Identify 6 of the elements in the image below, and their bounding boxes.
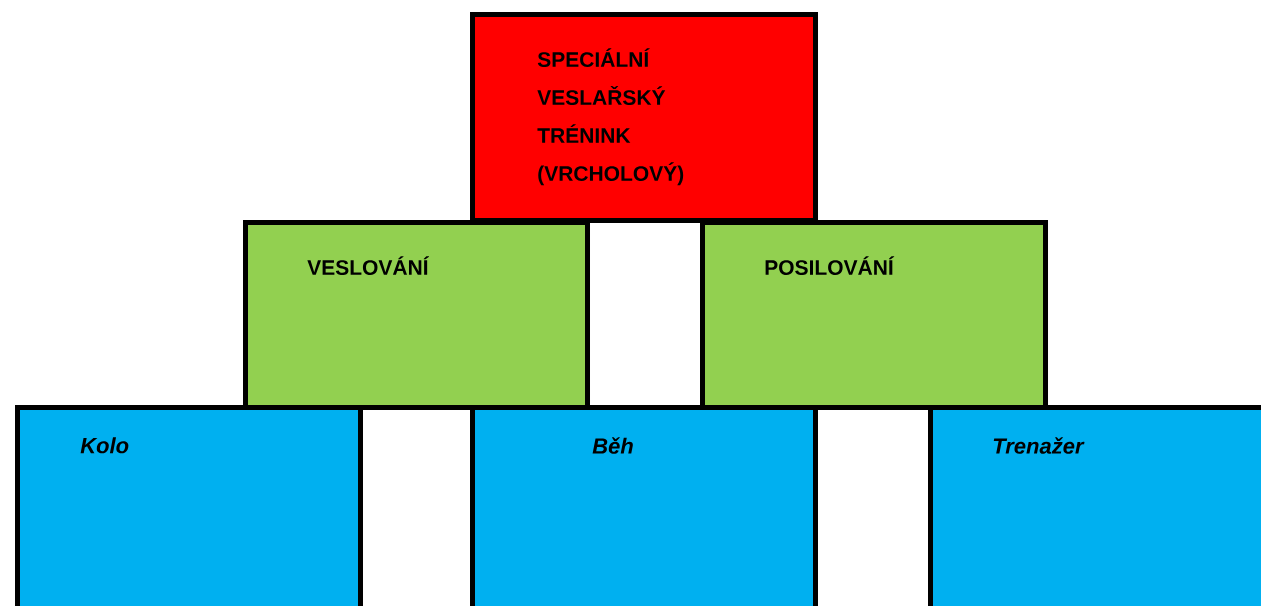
category-box: POSILOVÁNÍ: [700, 220, 1048, 410]
category-box: VESLOVÁNÍ: [243, 220, 590, 410]
category-box: Běh: [470, 405, 818, 606]
category-box: SPECIÁLNÍ VESLAŘSKÝ TRÉNINK (VRCHOLOVÝ): [470, 12, 818, 223]
category-box: Kolo: [15, 405, 363, 606]
category-box: Trenažer: [928, 405, 1261, 606]
